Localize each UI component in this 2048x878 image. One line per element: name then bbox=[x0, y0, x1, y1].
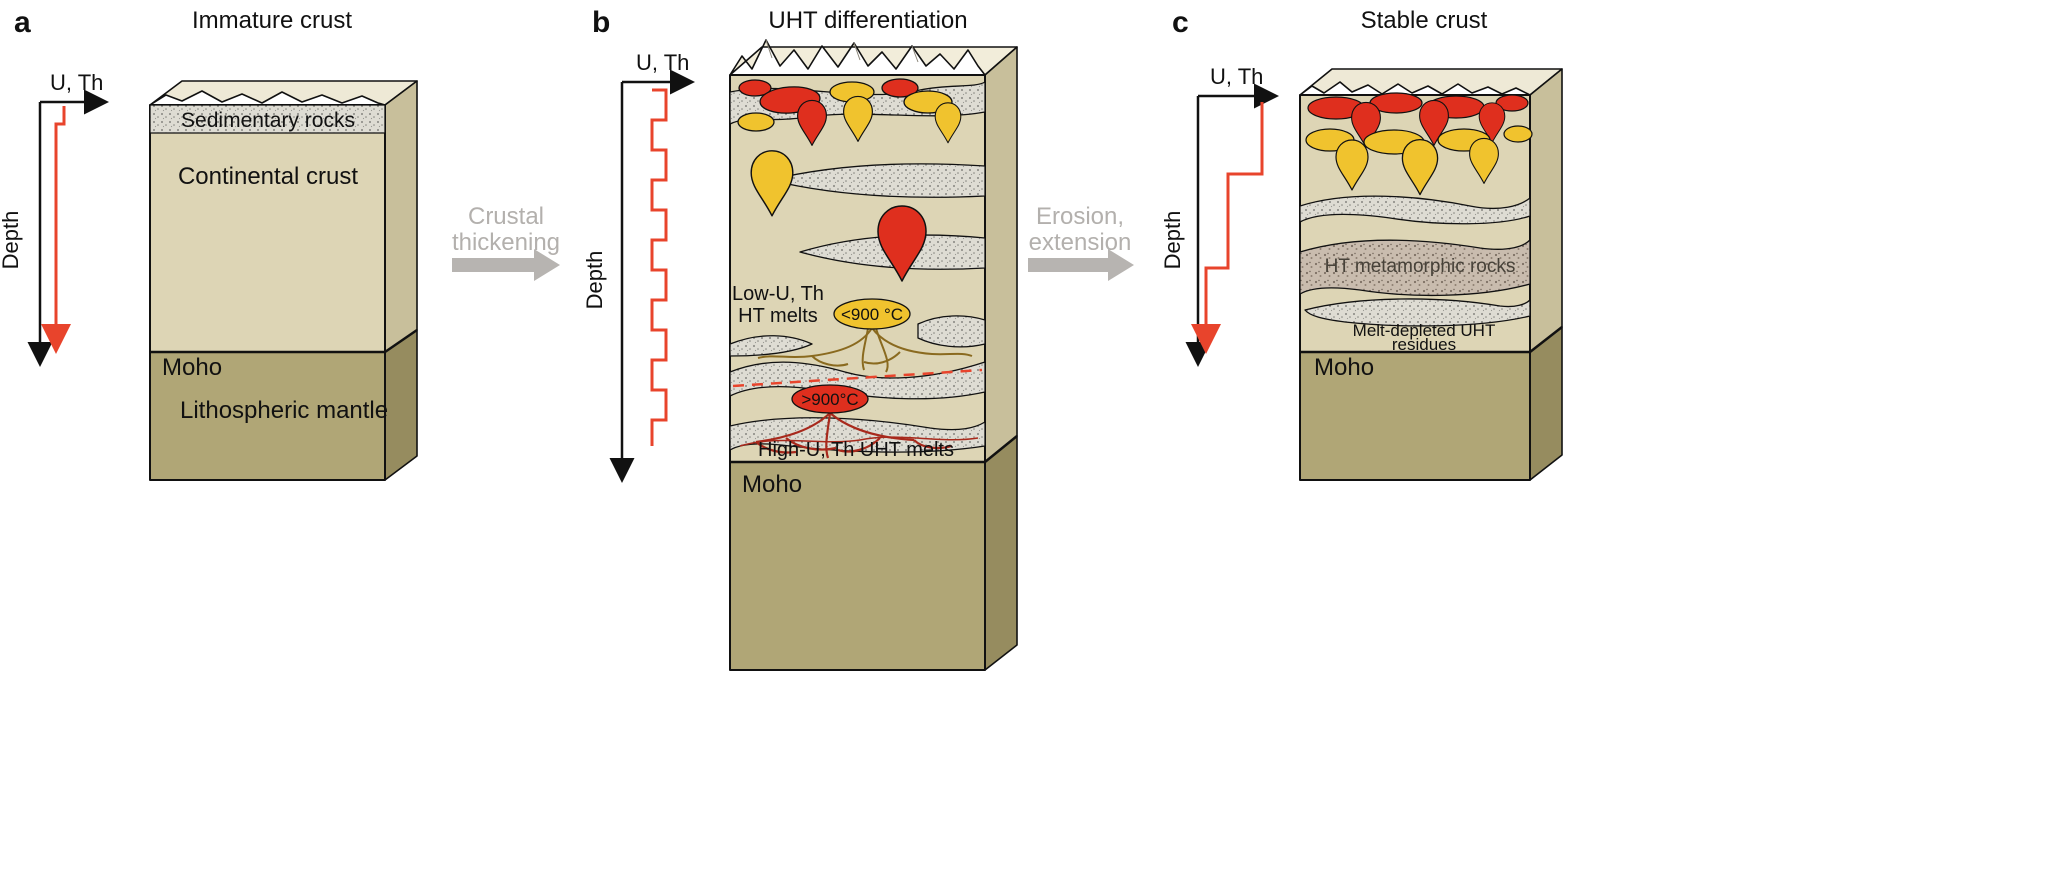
moho-line-a bbox=[150, 328, 418, 354]
moho-label-a: Moho bbox=[162, 354, 222, 381]
uht-melt-lens bbox=[791, 384, 869, 414]
block-b-mountain-top bbox=[729, 39, 1018, 76]
block-c-side-mantle bbox=[1529, 326, 1563, 481]
transition-bc-line1: Erosion, bbox=[1036, 203, 1124, 230]
block-a-top-face bbox=[149, 80, 418, 106]
panel-c-axes: U, Th Depth bbox=[1160, 64, 1279, 367]
low-melts-label-1: Low-U, Th bbox=[732, 283, 824, 305]
depth-label-b: Depth bbox=[582, 251, 607, 310]
temp-low-label: <900 °C bbox=[841, 305, 903, 324]
panel-c-block bbox=[1299, 68, 1563, 481]
block-a-sedimentary-layer bbox=[149, 104, 386, 134]
mantle-label-a: Lithospheric mantle bbox=[180, 397, 388, 424]
melt-blobs-upper-b bbox=[737, 78, 962, 146]
low-melts-label-2: HT melts bbox=[738, 305, 818, 327]
uth-profile-c bbox=[1191, 102, 1264, 354]
ht-rocks-label: HT metamorphic rocks bbox=[1325, 256, 1516, 277]
panel-a-axes: U, Th Depth bbox=[0, 70, 109, 367]
transition-bc-arrow-icon bbox=[1028, 249, 1134, 281]
sedimentary-label-a: Sedimentary rocks bbox=[181, 109, 355, 132]
ht-melt-lens bbox=[833, 298, 911, 330]
moho-line-c bbox=[1300, 326, 1563, 354]
block-c-mantle bbox=[1299, 351, 1531, 481]
moho-label-b: Moho bbox=[742, 471, 802, 498]
panel-a-block bbox=[149, 80, 418, 481]
transition-ab: Crustal thickening bbox=[452, 203, 560, 281]
panel-a: a Immature crust U, Th Depth Sedimentary… bbox=[0, 6, 418, 481]
transition-ab-line1: Crustal bbox=[468, 203, 544, 230]
mountain-ridge-lines bbox=[765, 39, 919, 63]
moho-label-c: Moho bbox=[1314, 354, 1374, 381]
melt-blobs-upper-c bbox=[1305, 92, 1533, 196]
panel-a-letter: a bbox=[14, 6, 31, 39]
depth-label-a: Depth bbox=[0, 211, 23, 270]
block-a-side-crust bbox=[384, 80, 418, 353]
uth-label-b: U, Th bbox=[636, 50, 689, 75]
uth-profile-b bbox=[650, 88, 668, 446]
red-melt-veins bbox=[739, 412, 979, 459]
block-b-side-mantle bbox=[984, 435, 1018, 671]
block-b-side-crust bbox=[984, 46, 1018, 463]
panel-b-block bbox=[729, 39, 1018, 671]
block-a-crust bbox=[149, 104, 386, 353]
uth-label-c: U, Th bbox=[1210, 64, 1263, 89]
block-a-mantle bbox=[149, 351, 386, 481]
block-c-top-face bbox=[1299, 68, 1563, 96]
high-melts-label: High-U, Th UHT melts bbox=[758, 439, 954, 461]
panel-c-letter: c bbox=[1172, 6, 1189, 39]
panel-c: c Stable crust U, Th Depth bbox=[1160, 6, 1563, 481]
transition-bc: Erosion, extension bbox=[1028, 203, 1134, 281]
moho-line-b bbox=[730, 435, 1018, 464]
block-a-side-mantle bbox=[384, 329, 418, 481]
panel-c-title: Stable crust bbox=[1361, 7, 1488, 34]
temp-high-label: >900°C bbox=[801, 390, 858, 409]
residues-label-2: residues bbox=[1392, 335, 1456, 354]
isotherm-dashed-line bbox=[732, 368, 983, 388]
yellow-melt-veins bbox=[757, 327, 973, 373]
continental-crust-label-a: Continental crust bbox=[178, 163, 358, 190]
ht-metamorphic-band bbox=[1299, 239, 1531, 297]
block-b-mantle bbox=[729, 461, 986, 671]
transition-ab-arrow-icon bbox=[452, 249, 560, 281]
transition-ab-line2: thickening bbox=[452, 229, 560, 256]
depth-label-c: Depth bbox=[1160, 211, 1185, 270]
block-c-side-crust bbox=[1529, 68, 1563, 353]
panel-b-letter: b bbox=[592, 6, 610, 39]
metasediment-lenses-c bbox=[1299, 195, 1531, 327]
panel-b: b UHT differentiation U, Th Depth bbox=[582, 6, 1018, 671]
uth-label-a: U, Th bbox=[50, 70, 103, 95]
panel-b-title: UHT differentiation bbox=[768, 7, 967, 34]
uth-profile-a bbox=[41, 106, 71, 354]
panel-b-axes: U, Th Depth bbox=[582, 50, 695, 483]
panel-a-title: Immature crust bbox=[192, 7, 352, 34]
residues-label-1: Melt-depleted UHT bbox=[1353, 321, 1496, 340]
transition-bc-line2: extension bbox=[1029, 229, 1132, 256]
